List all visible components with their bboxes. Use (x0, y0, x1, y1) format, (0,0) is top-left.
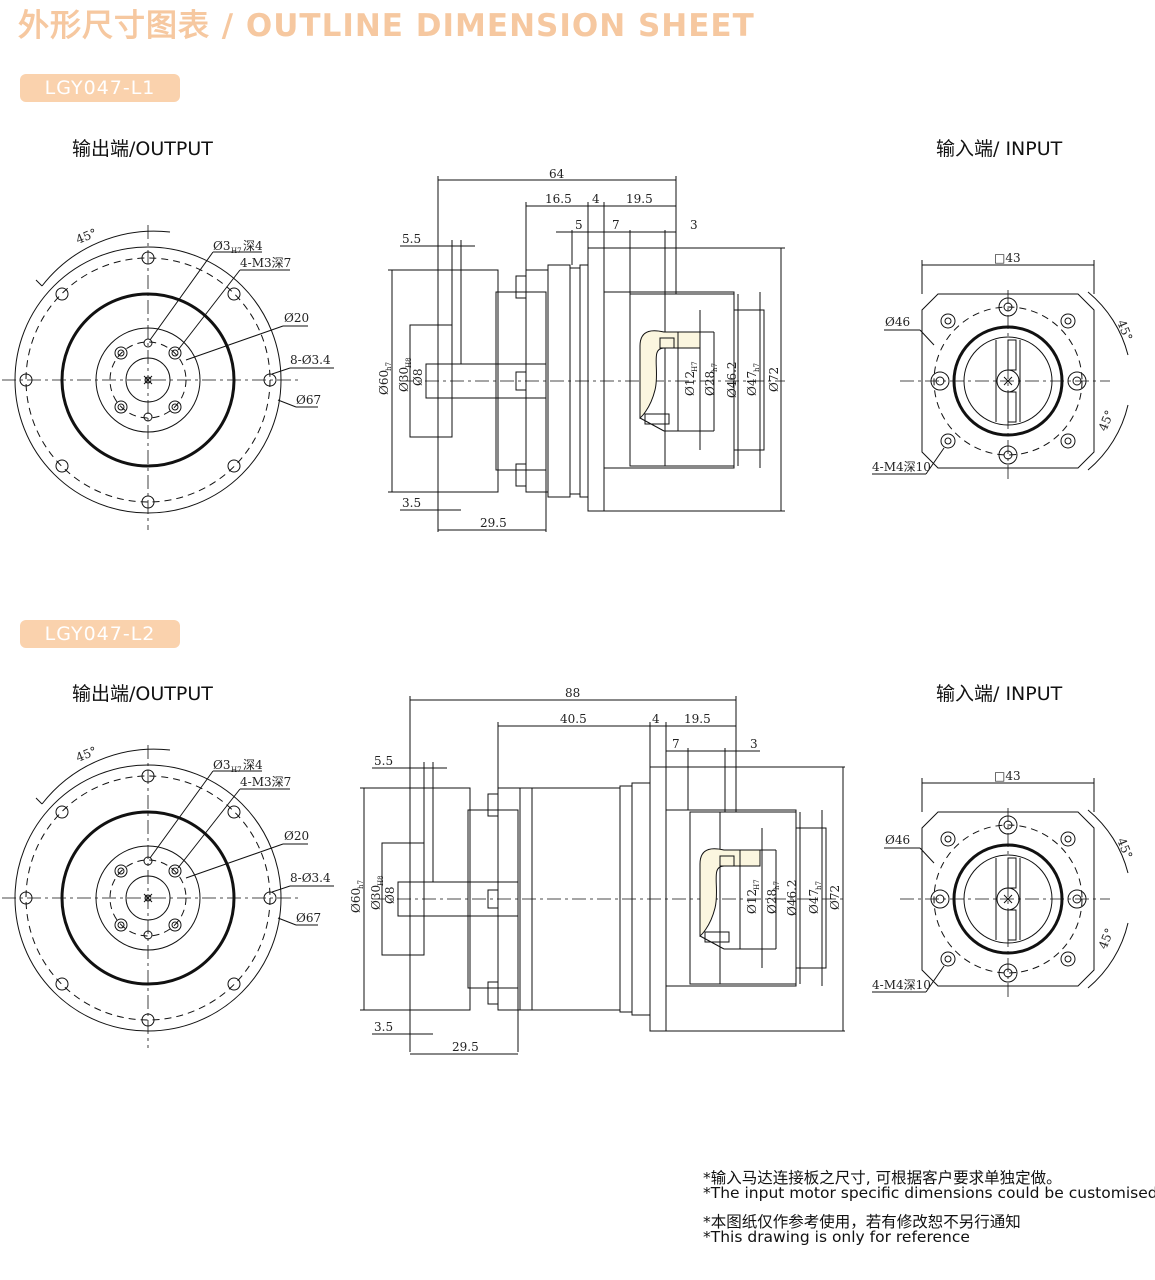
dim-thread: 4-M4深10 (872, 978, 931, 992)
dim-hole-depth: 深4 (243, 239, 263, 253)
model-badge-l2: LGY047-L2 (20, 620, 180, 648)
input-label-l2: 输入端/ INPUT (936, 683, 1063, 705)
dim-holes8: 8-Ø3.4 (290, 353, 331, 367)
dim-3-5: 3.5 (374, 1020, 393, 1034)
note-en-1: *The input motor specific dimensions cou… (703, 1184, 1155, 1202)
dim-29-5: 29.5 (452, 1040, 479, 1054)
dim-3: 3 (690, 218, 698, 232)
dim-thread: 4-M3深7 (240, 256, 291, 270)
dim-d12-fit: H7 (753, 879, 761, 890)
output-label-l1: 输出端/OUTPUT (72, 138, 213, 160)
note-en-2: *This drawing is only for reference (703, 1228, 970, 1246)
input-view-l2: □43 Ø46 45° 45° 4-M4深10 (872, 769, 1135, 998)
dim-thread: 4-M3深7 (240, 775, 291, 789)
dim-d28-fit: h7 (773, 881, 781, 890)
dim-d72: Ø72 (767, 367, 781, 392)
dim-d20: Ø20 (284, 829, 309, 843)
dim-body: 40.5 (560, 712, 587, 726)
dim-d8: Ø8 (411, 369, 425, 386)
dim-d12: Ø12 (745, 889, 759, 914)
dim-d47-fit: h7 (815, 881, 823, 890)
dim-7: 7 (612, 218, 620, 232)
dim-square: □43 (994, 251, 1021, 265)
dim-thread: 4-M4深10 (872, 460, 931, 474)
dim-d47: Ø47 (807, 889, 821, 914)
input-label-l1: 输入端/ INPUT (936, 138, 1063, 160)
dim-hole-depth: 深4 (243, 758, 263, 772)
dim-d60: Ø60 (349, 888, 363, 913)
dim-3: 3 (750, 737, 758, 751)
dim-d46-2: Ø46.2 (725, 361, 739, 398)
note-cn-2: *本图纸仅作参考使用，若有修改恕不另行通知 (703, 1213, 1021, 1231)
dim-body: 16.5 (545, 192, 572, 206)
dim-d28: Ø28 (703, 371, 717, 396)
dim-d46-2: Ø46.2 (785, 879, 799, 916)
side-view-l1: 64 16.5 4 19.5 5 7 3 5.5 3.5 29.5 Ø60h7 … (377, 167, 785, 532)
dim-d20: Ø20 (284, 311, 309, 325)
dim-flange: 4 (652, 712, 660, 726)
output-view-l1: 45° Ø3 H7 深4 4-M3深7 Ø20 8-Ø3.4 Ø67 (2, 225, 334, 530)
dim-d46: Ø46 (885, 833, 910, 847)
dim-5-5: 5.5 (402, 232, 421, 246)
dim-input-len: 19.5 (684, 712, 711, 726)
dim-d30-fit: H8 (405, 357, 413, 368)
input-view-l1: □43 Ø46 45° 45° 4-M4深10 (872, 251, 1135, 480)
page-title: 外形尺寸图表 / OUTLINE DIMENSION SHEET (18, 8, 755, 44)
dim-29-5: 29.5 (480, 516, 507, 530)
model-badge-l1: LGY047-L1 (20, 74, 180, 102)
dim-input-len: 19.5 (626, 192, 653, 206)
dim-5: 5 (575, 218, 583, 232)
dim-square: □43 (994, 769, 1021, 783)
dim-hole-fit: H7 (231, 247, 242, 255)
dim-d46: Ø46 (885, 315, 910, 329)
dim-length: 88 (565, 686, 580, 700)
dim-d67: Ø67 (296, 393, 321, 407)
dim-7: 7 (672, 737, 680, 751)
dim-d12-fit: H7 (691, 361, 699, 372)
dim-d67: Ø67 (296, 911, 321, 925)
dim-d30: Ø30 (397, 367, 411, 392)
dim-angle-b: 45° (1096, 926, 1117, 951)
dim-angle-a: 45° (1114, 836, 1135, 861)
dim-d28-fit: h7 (711, 363, 719, 372)
dim-3-5: 3.5 (402, 496, 421, 510)
dim-5-5: 5.5 (374, 754, 393, 768)
output-label-l2: 输出端/OUTPUT (72, 683, 213, 705)
dim-d8: Ø8 (383, 887, 397, 904)
dim-hole-fit: H7 (231, 766, 242, 774)
dim-flange: 4 (592, 192, 600, 206)
dim-d47: Ø47 (745, 371, 759, 396)
dim-d60: Ø60 (377, 370, 391, 395)
output-view-l2: 45° Ø3 H7 深4 4-M3深7 Ø20 8-Ø3.4 Ø67 (2, 744, 334, 1048)
dim-length: 64 (549, 167, 565, 181)
dim-d60-fit: h7 (357, 880, 365, 889)
dim-hole: Ø3 (213, 239, 230, 253)
note-cn-1: *输入马达连接板之尺寸, 可根据客户要求单独定做。 (703, 1169, 1062, 1187)
dim-d12: Ø12 (683, 371, 697, 396)
dim-d47-fit: h7 (753, 363, 761, 372)
dim-holes8: 8-Ø3.4 (290, 871, 331, 885)
dim-d60-fit: h7 (385, 362, 393, 371)
dim-d72: Ø72 (828, 885, 842, 910)
dim-hole: Ø3 (213, 758, 230, 772)
dim-d30-fit: H8 (377, 875, 385, 886)
dim-d28: Ø28 (765, 889, 779, 914)
dim-d30: Ø30 (369, 885, 383, 910)
